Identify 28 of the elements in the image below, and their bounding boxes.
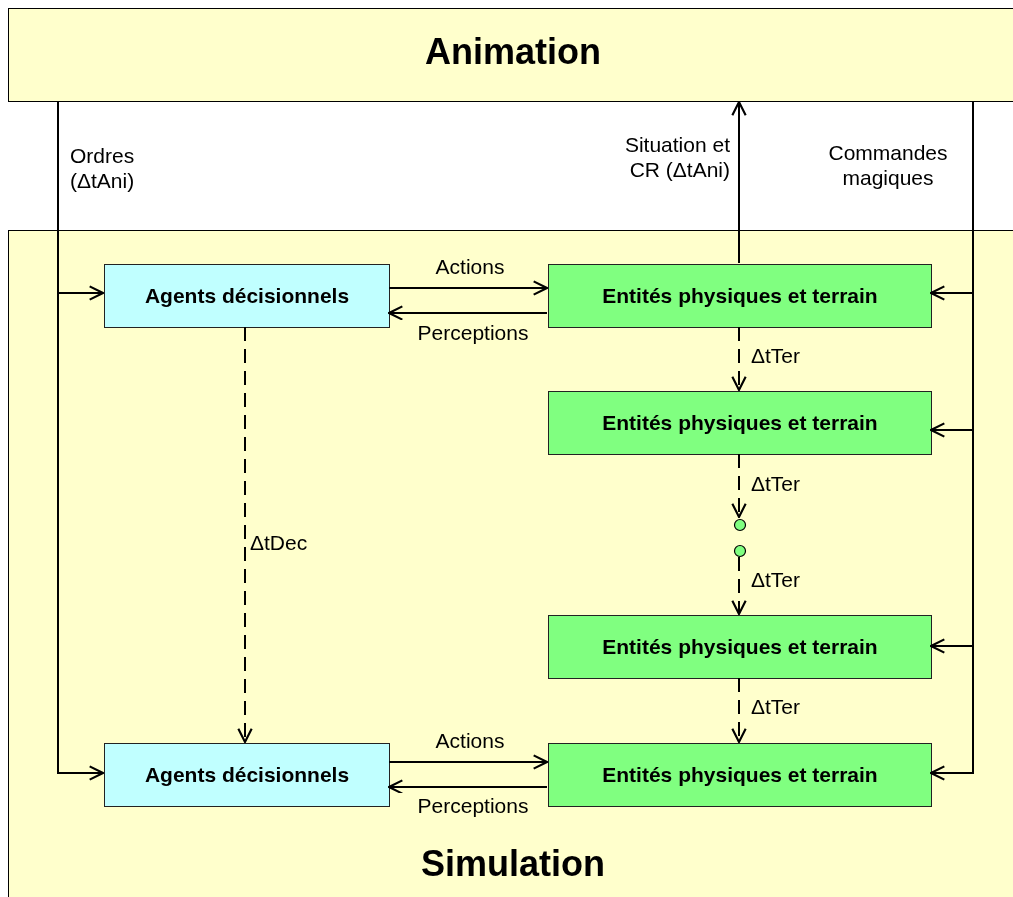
box-label: Entités physiques et terrain bbox=[602, 763, 878, 787]
box-label: Entités physiques et terrain bbox=[602, 411, 878, 435]
box-label: Agents décisionnels bbox=[144, 284, 350, 308]
dashed-arrow bbox=[731, 453, 747, 519]
agent-box bbox=[104, 743, 390, 807]
dashed-arrow bbox=[731, 326, 747, 392]
dashed-arrow bbox=[731, 556, 747, 616]
animation-band bbox=[8, 8, 1013, 102]
entity-box bbox=[548, 743, 932, 807]
entity-box bbox=[548, 264, 932, 328]
entity-box bbox=[548, 615, 932, 679]
dashed-arrow bbox=[237, 326, 253, 744]
arrow bbox=[731, 100, 747, 264]
arrow bbox=[388, 754, 549, 770]
section-title: Animation bbox=[425, 31, 601, 73]
entity-box bbox=[548, 391, 932, 455]
arrow bbox=[388, 280, 549, 296]
section-title: Simulation bbox=[421, 843, 605, 885]
box-label: Agents décisionnels bbox=[144, 763, 350, 787]
box-label: Entités physiques et terrain bbox=[602, 635, 878, 659]
arrow bbox=[387, 779, 548, 795]
simulation-panel bbox=[8, 230, 1013, 897]
dashed-arrow bbox=[731, 677, 747, 744]
agent-box bbox=[104, 264, 390, 328]
ellipsis-dot bbox=[733, 544, 747, 558]
arrow bbox=[387, 305, 548, 321]
ellipsis-dot bbox=[733, 518, 747, 532]
box-label: Entités physiques et terrain bbox=[602, 284, 878, 308]
